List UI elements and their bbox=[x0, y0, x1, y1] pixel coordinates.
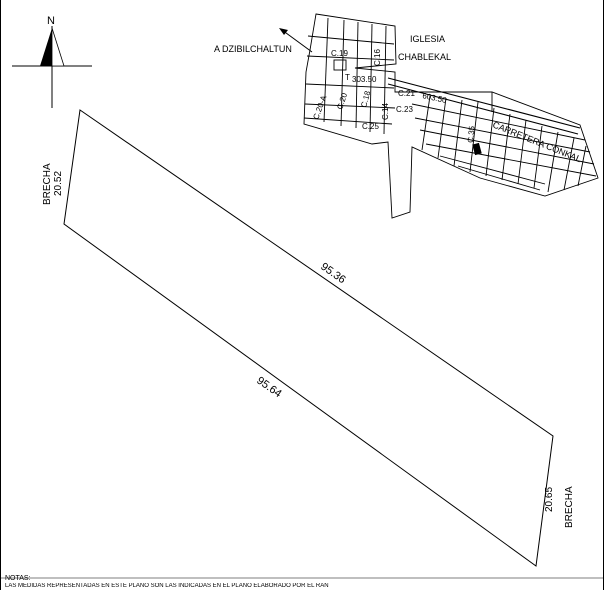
right-length-label: 20.65 bbox=[544, 487, 555, 512]
chablekal-label: CHABLEKAL bbox=[398, 52, 451, 62]
street-label-c16: C.16 bbox=[373, 49, 382, 66]
parcel-outline bbox=[63, 109, 554, 567]
notes-text: LAS MEDIDAS REPRESENTADAS EN ESTE PLANO … bbox=[5, 583, 329, 589]
location-labels: IGLESIA CHABLEKAL A DZIBILCHALTUN CARRET… bbox=[214, 34, 583, 164]
town-block-outline bbox=[303, 13, 599, 219]
street-label-c23: C.23 bbox=[396, 105, 413, 114]
iglesia-label: IGLESIA bbox=[410, 34, 445, 44]
left-road-label: BRECHA bbox=[42, 163, 53, 205]
distance-label-2: 603.50 bbox=[422, 91, 448, 105]
bottom-length-label: 95.64 bbox=[254, 375, 283, 401]
street-label-c20: C.20 bbox=[335, 91, 349, 110]
distance-label-1: 303.50 bbox=[352, 75, 377, 84]
street-label-t: T bbox=[345, 73, 350, 82]
location-sketch bbox=[279, 13, 599, 219]
street-label-c18: C.18 bbox=[359, 89, 372, 108]
north-arrow-icon: N bbox=[12, 15, 92, 108]
street-label-c21: C.21 bbox=[398, 89, 415, 98]
right-road-label: BRECHA bbox=[564, 486, 575, 528]
top-length-label: 95.36 bbox=[318, 261, 347, 287]
left-length-label: 20.52 bbox=[53, 171, 64, 196]
notes-title: NOTAS: bbox=[5, 575, 31, 582]
street-label-c20a: C.20-A bbox=[311, 94, 328, 121]
parcel-dimensions: BRECHA 20.52 95.36 95.64 20.65 BRECHA bbox=[42, 163, 575, 528]
street-label-c35: C.35 bbox=[466, 125, 476, 143]
north-label: N bbox=[47, 15, 55, 27]
dzibilchaltun-label: A DZIBILCHALTUN bbox=[214, 44, 292, 54]
street-label-c14: C.14 bbox=[381, 103, 390, 120]
street-label-c25: C.25 bbox=[362, 122, 379, 131]
street-label-c19: C.19 bbox=[331, 49, 348, 58]
